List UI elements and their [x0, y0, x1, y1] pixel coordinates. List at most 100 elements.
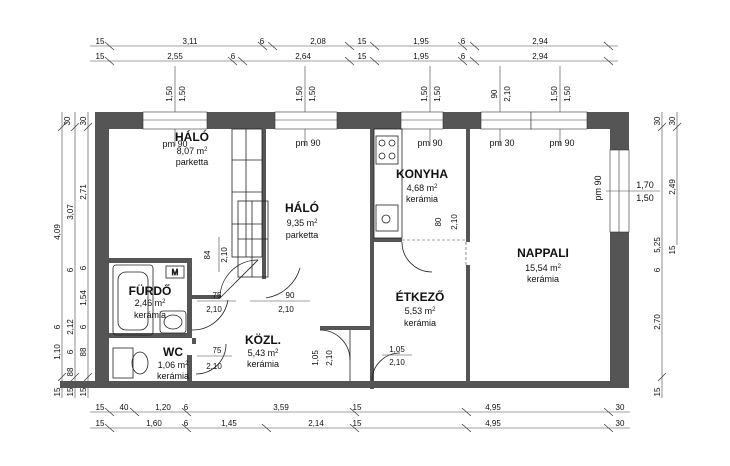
door-swings [191, 241, 433, 382]
right-dim-c2-a: 30 [668, 116, 677, 125]
room-area: 15,54 m2 [525, 263, 562, 273]
door-4-height: 2,10 [206, 362, 222, 371]
room-area: 1,06 m2 [158, 360, 190, 370]
window-tag-2: pm 90 [295, 138, 320, 148]
bottom-dim-2-e: 2,14 [308, 419, 324, 428]
bottom-dim-1-e: 3,59 [273, 403, 289, 412]
window-1-height: 1,50 [178, 86, 187, 102]
bottom-dim-1-c: 1,20 [155, 403, 171, 412]
left-dim-c1-a: 30 [63, 116, 72, 125]
right-dim-c1-a: 30 [653, 116, 662, 125]
window-5-width: 1,50 [550, 86, 559, 102]
left-dim-c3-c: 6 [79, 265, 88, 270]
window-dimension-marks: 1,50 1,50 1,50 1,50 1,50 1,50 90 2,10 1,… [165, 66, 572, 146]
right-dim-c2-b: 2,49 [668, 179, 677, 195]
room-name: WC [163, 345, 183, 359]
bottom-dim-2-a: 15 [96, 419, 105, 428]
door-7-height: 2,10 [450, 214, 459, 230]
room-floor: kerámia [406, 194, 438, 204]
room-label-wc: WC 1,06 m2 kerámia [157, 345, 189, 381]
room-area: 4,68 m2 [407, 183, 439, 193]
window-tag-5: pm 90 [549, 138, 574, 148]
outer-wall-right-2 [610, 232, 629, 388]
wall-kitchen-bottom [374, 238, 402, 242]
top-dim-1-a: 15 [96, 37, 105, 46]
room-floor: kerámia [247, 359, 279, 369]
kitchen-fixtures [373, 128, 403, 239]
left-dim-c1-b: 4,09 [53, 224, 62, 240]
left-dim-c3-g: 15 [79, 387, 88, 396]
left-dim-c1-e: 15 [53, 387, 62, 396]
outer-wall-top-4 [443, 112, 481, 129]
room-area: 5,43 m2 [248, 348, 280, 358]
door-2-height: 2,10 [206, 305, 222, 314]
window-1-width: 1,50 [165, 86, 174, 102]
outer-wall-top-2 [207, 112, 275, 129]
room-floor: kerámia [404, 318, 436, 328]
left-dim-c3-f: 88 [79, 347, 88, 356]
outer-wall-left [95, 112, 109, 388]
room-label-kitchen: KONYHA 4,68 m2 kerámia [396, 167, 448, 204]
left-dim-c2-f: 88 [66, 367, 75, 376]
top-dim-2-b: 2,55 [167, 52, 183, 61]
top-dimension-lines: 15 3,11 6 2,08 15 1,95 6 2,94 15 2,55 6 … [90, 37, 618, 66]
toilet-icon [131, 351, 149, 375]
top-dim-1-g: 6 [461, 37, 466, 46]
room-label-bathroom: FÜRDŐ 2,46 m2 kerámia [129, 283, 172, 320]
left-dim-c2-g: 15 [66, 387, 75, 396]
door-5-height: 2,10 [325, 350, 334, 366]
top-dim-1-c: 6 [260, 37, 265, 46]
door-3-height: 2,10 [278, 305, 294, 314]
room-name: HÁLÓ [175, 129, 209, 144]
room-floor: kerámia [134, 310, 166, 320]
bottom-dim-2-b: 1,60 [146, 419, 162, 428]
wall-bedroom-divider [262, 129, 266, 279]
sink-icon [381, 214, 391, 224]
room-name: NAPPALI [517, 246, 569, 260]
window-3-width: 1,50 [420, 86, 429, 102]
right-dim-c2-c: 15 [668, 245, 677, 254]
window-4-width: 90 [490, 89, 499, 98]
room-area: 5,53 m2 [405, 306, 437, 316]
window-2-width: 1,50 [295, 86, 304, 102]
bottom-dim-2-c: 6 [184, 419, 189, 428]
wall-bedroom2-bottom-1 [192, 295, 220, 299]
bottom-dim-1-h: 30 [616, 403, 625, 412]
room-area: 8,07 m2 [177, 146, 209, 156]
bottom-dim-1-d: 6 [184, 403, 189, 412]
left-dim-c1-c: 6 [53, 324, 62, 329]
window-4-height: 2,10 [503, 86, 512, 102]
right-dim-c1-c: 6 [653, 267, 662, 272]
washbasin-icon [163, 314, 183, 330]
room-name: HÁLÓ [285, 200, 319, 215]
top-dim-2-a: 15 [96, 52, 105, 61]
top-dim-1-e: 15 [358, 37, 367, 46]
left-dim-c2-b: 3,07 [66, 204, 75, 220]
outer-wall-bottom [60, 381, 629, 388]
wall-bath-wc [109, 333, 189, 338]
door-6-width: 1,05 [389, 345, 405, 354]
room-floor: kerámia [527, 274, 559, 284]
room-floor: kerámia [157, 371, 189, 381]
top-dim-2-e: 15 [358, 52, 367, 61]
room-label-bedroom-1: HÁLÓ 8,07 m2 parketta [175, 129, 209, 167]
wall-bath-right [187, 258, 192, 338]
room-name: ÉTKEZŐ [396, 289, 445, 304]
outer-wall-right-1 [610, 112, 629, 150]
room-area: 9,35 m2 [287, 218, 319, 228]
window-2-height: 1,50 [308, 86, 317, 102]
window-3-height: 1,50 [433, 86, 442, 102]
room-floor: parketta [286, 230, 319, 240]
door-1-height: 2,10 [220, 247, 229, 263]
door-4-width: 75 [213, 346, 222, 355]
top-dim-1-h: 2,94 [532, 37, 548, 46]
right-dim-c1-b: 5,25 [653, 237, 662, 253]
room-label-bedroom-2: HÁLÓ 9,35 m2 parketta [285, 200, 319, 240]
right-window-annotation: pm 90 1,70 1,50 [593, 175, 660, 203]
open-boundaries [402, 239, 467, 265]
bottom-dim-2-d: 1,45 [221, 419, 237, 428]
outer-wall-top-3 [337, 112, 401, 129]
left-dimension-lines: 30 4,09 6 1,10 15 3,07 6 2,12 6 88 15 30… [53, 112, 93, 398]
door-2-width: 75 [213, 291, 222, 300]
room-label-living: NAPPALI 15,54 m2 kerámia [517, 246, 569, 284]
